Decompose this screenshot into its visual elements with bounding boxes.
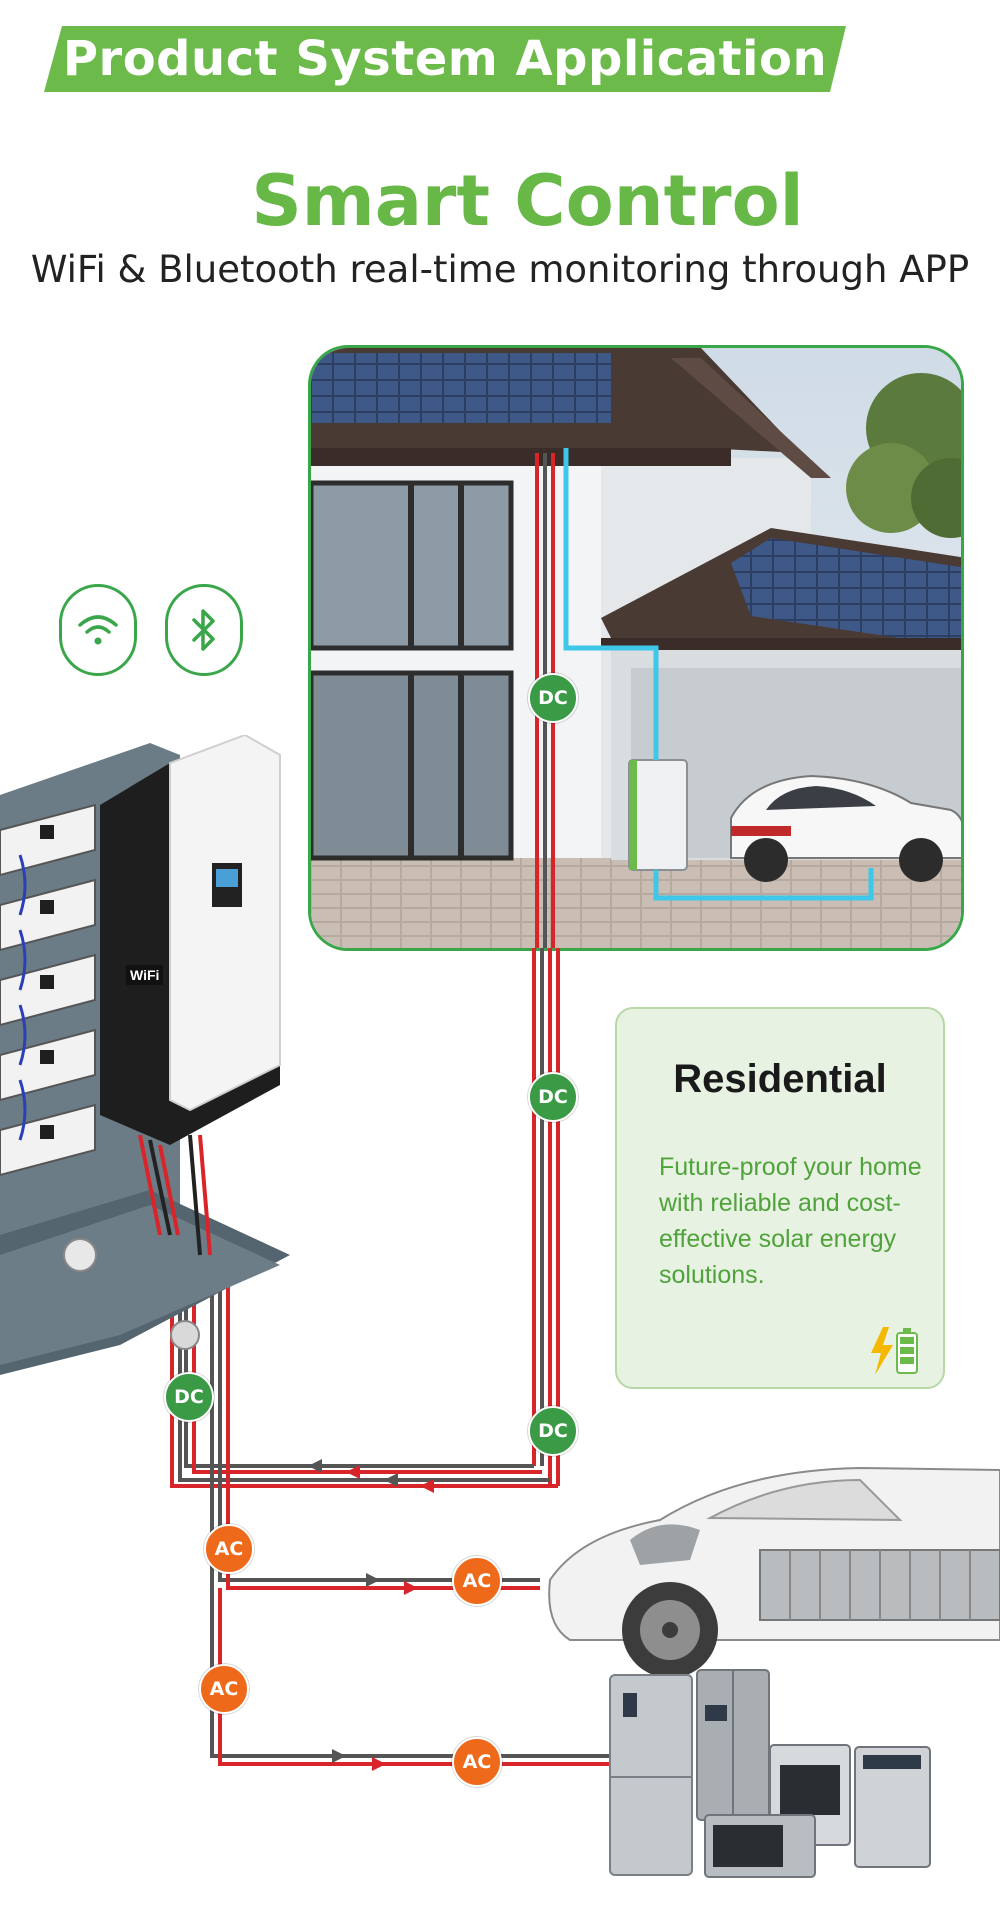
banner-title: Product System Application: [62, 31, 828, 87]
wifi-icon: [59, 584, 137, 676]
ac-badge-car: AC: [452, 1556, 502, 1606]
dc-badge-house-bottom: DC: [528, 1406, 578, 1456]
battery-inverter-illustration: [0, 735, 290, 1375]
house-illustration: [308, 345, 964, 951]
ac-badge-car-branch: AC: [204, 1524, 254, 1574]
residential-title: Residential: [673, 1057, 887, 1101]
dc-badge-inverter: DC: [164, 1372, 214, 1422]
inverter-wifi-label: WiFi: [126, 965, 164, 985]
page-title: Smart Control: [251, 160, 804, 242]
home-appliances-illustration: [609, 1669, 931, 1878]
header-banner: Product System Application: [44, 26, 846, 92]
bluetooth-icon: [165, 584, 243, 676]
ac-badge-appliance-branch: AC: [199, 1664, 249, 1714]
residential-card: Residential Future-proof your home with …: [615, 1007, 945, 1389]
dc-badge-house-mid: DC: [528, 1072, 578, 1122]
residential-description: Future-proof your home with reliable and…: [659, 1153, 922, 1289]
electric-car-illustration: [548, 1466, 1000, 1678]
ac-badge-appliances: AC: [452, 1737, 502, 1787]
battery-charging-icon: [871, 1327, 918, 1375]
page-subtitle: WiFi & Bluetooth real-time monitoring th…: [30, 248, 970, 291]
dc-badge-house-top: DC: [528, 673, 578, 723]
